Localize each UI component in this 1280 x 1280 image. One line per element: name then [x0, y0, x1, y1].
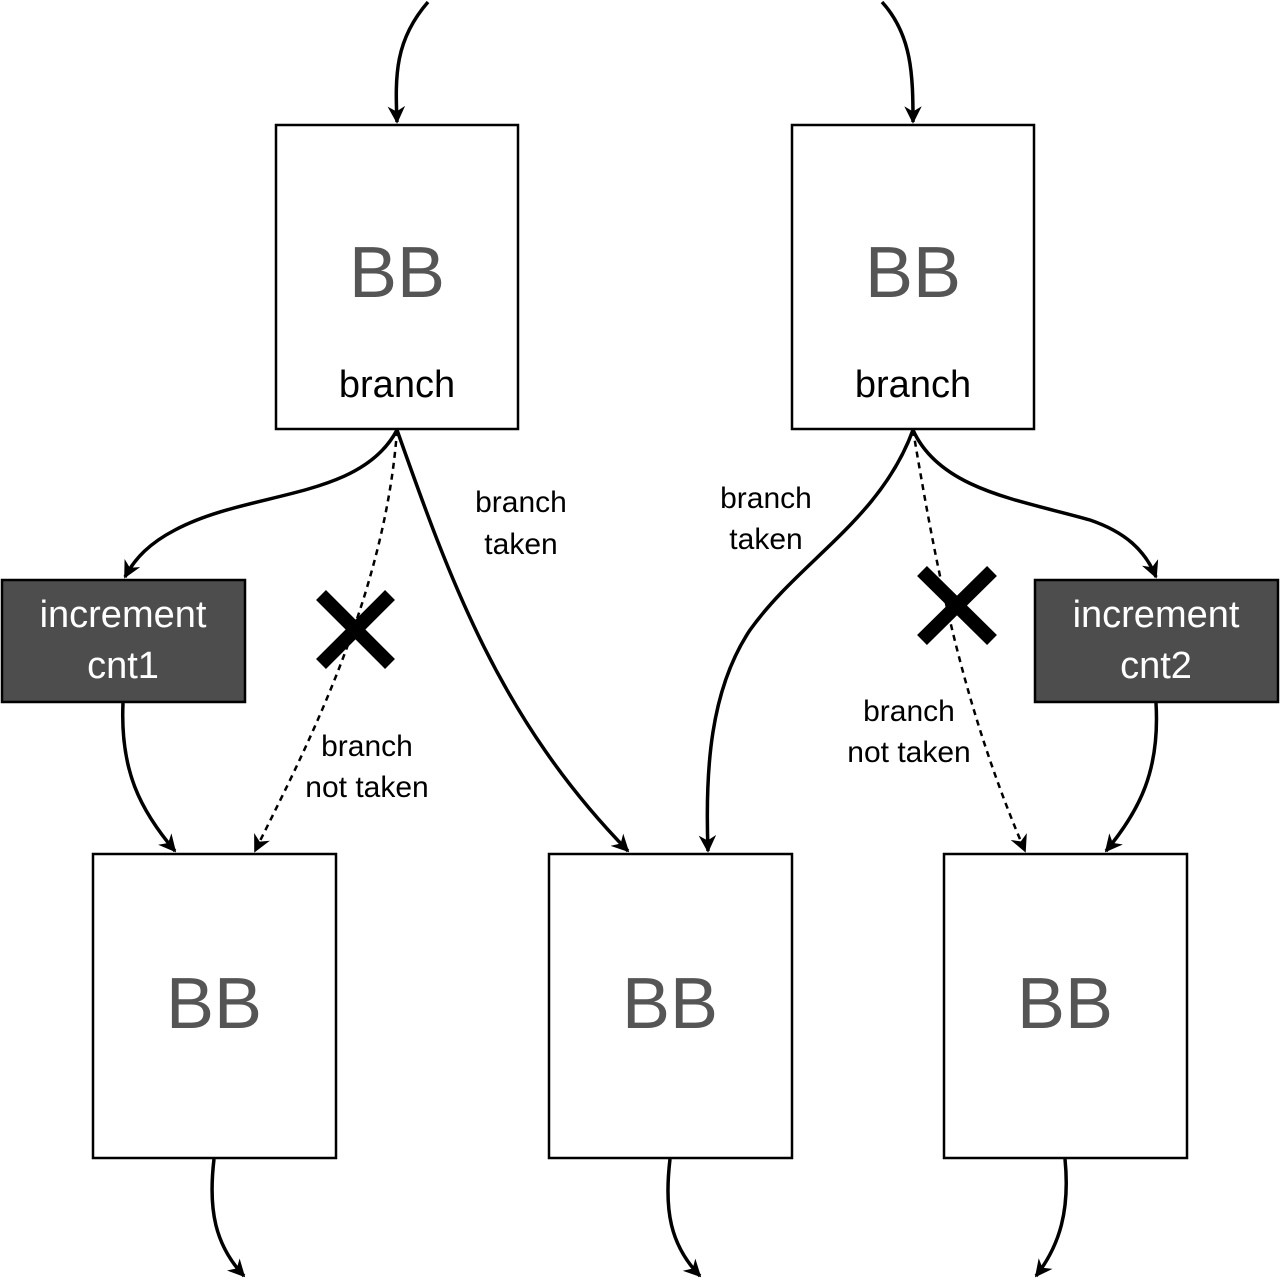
- edge-top-right-to-increment-cnt2: [911, 429, 1159, 579]
- bottom-middle-basic-block: BB: [547, 852, 794, 1160]
- right-not-taken-label: branch not taken: [847, 695, 970, 769]
- bottom-right-basic-block: BB: [942, 852, 1189, 1160]
- edge-label-line2: taken: [484, 528, 557, 561]
- increment-cnt1-block: increment cnt1: [0, 578, 247, 704]
- right-taken-label: branch taken: [720, 482, 812, 556]
- increment-cnt2-block: increment cnt2: [1033, 578, 1280, 704]
- edge-label-line1: branch: [863, 695, 955, 728]
- block-label: BB: [865, 233, 961, 313]
- edge-label-line2: not taken: [305, 771, 428, 804]
- block-label: BB: [166, 964, 262, 1044]
- edge-out-bottom-right: [1034, 1158, 1069, 1278]
- counter-label: cnt2: [1120, 645, 1192, 687]
- edge-out-bottom-middle: [666, 1158, 702, 1278]
- edge-increment-cnt1-to-bottom-left: [120, 702, 177, 853]
- increment-label: increment: [40, 594, 207, 636]
- edge-label-line1: branch: [720, 482, 812, 515]
- edge-in-top-right: [880, 0, 922, 124]
- edge-out-bottom-left: [210, 1158, 246, 1278]
- block-label: BB: [622, 964, 718, 1044]
- block-branch-label: branch: [339, 364, 455, 406]
- edge-left-not-taken: [253, 429, 399, 853]
- block-label: BB: [1017, 964, 1113, 1044]
- block-branch-label: branch: [855, 364, 971, 406]
- edge-label-line1: branch: [475, 486, 567, 519]
- edge-label-line1: branch: [321, 730, 413, 763]
- block-label: BB: [349, 233, 445, 313]
- increment-label: increment: [1073, 594, 1240, 636]
- edge-in-top-left: [387, 0, 430, 124]
- edge-left-taken-to-bottom-middle: [395, 429, 630, 853]
- edge-label-line2: taken: [729, 523, 802, 556]
- right-cross-icon: [917, 566, 997, 645]
- edge-label-line2: not taken: [847, 736, 970, 769]
- edge-top-left-to-increment-cnt1: [123, 429, 399, 579]
- bottom-left-basic-block: BB: [91, 852, 338, 1160]
- left-taken-label: branch taken: [475, 486, 567, 561]
- left-cross-icon: [316, 590, 395, 669]
- edge-right-taken-to-bottom-middle: [698, 429, 915, 853]
- counter-label: cnt1: [87, 645, 159, 687]
- edge-increment-cnt2-to-bottom-right: [1104, 702, 1159, 853]
- top-right-basic-block: BB branch: [790, 123, 1036, 431]
- left-not-taken-label: branch not taken: [305, 730, 428, 804]
- top-left-basic-block: BB branch: [274, 123, 520, 431]
